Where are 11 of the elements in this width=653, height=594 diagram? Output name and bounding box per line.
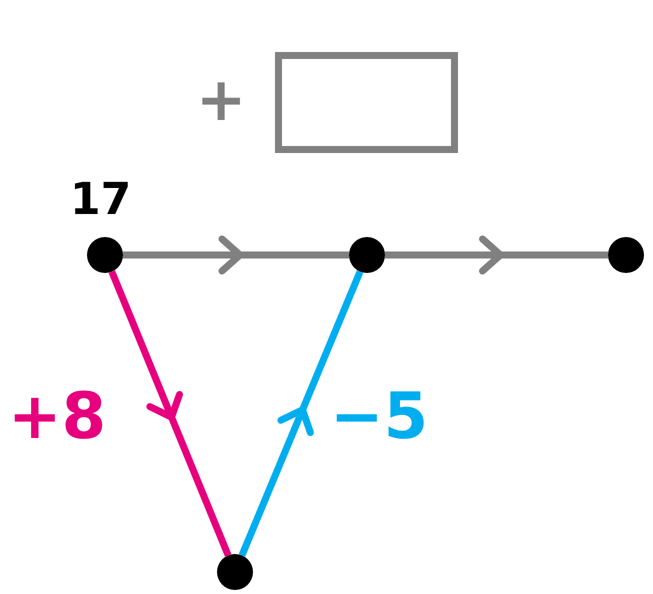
point-dot bbox=[608, 237, 644, 273]
value-label: 17 bbox=[70, 178, 132, 222]
point-dot bbox=[217, 554, 253, 590]
plus-sign: + bbox=[196, 70, 246, 130]
arrow bbox=[238, 270, 364, 557]
point-dot bbox=[349, 237, 385, 273]
arrow bbox=[385, 236, 608, 274]
point-dot bbox=[87, 237, 123, 273]
arrow bbox=[108, 270, 232, 557]
answer-box bbox=[275, 52, 458, 153]
arrow bbox=[123, 236, 349, 274]
